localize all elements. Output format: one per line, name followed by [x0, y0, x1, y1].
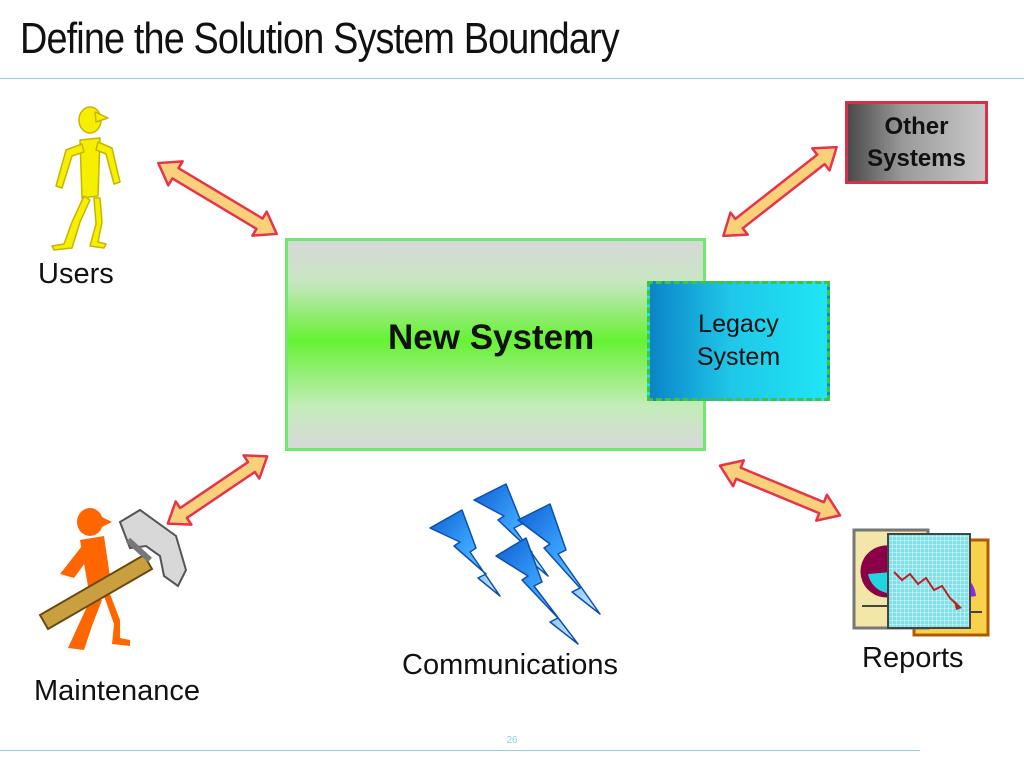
stick-figure-icon — [51, 106, 121, 251]
communications-label: Communications — [402, 649, 618, 681]
page-number: 26 — [506, 735, 518, 746]
double-arrow-icon — [718, 459, 842, 522]
legacy-system-label: Legacy System — [696, 310, 781, 371]
users-label: Users — [38, 258, 114, 290]
lightning-bolt-icon — [429, 509, 501, 597]
legacy-system-box: Legacy System — [647, 281, 830, 401]
maintenance-label: Maintenance — [34, 675, 201, 707]
other-systems-box: Other Systems — [845, 101, 988, 184]
reports-documents-icon — [852, 528, 990, 637]
top-divider — [0, 78, 1024, 79]
slide-title: Define the Solution System Boundary — [20, 14, 620, 63]
lightning-bolt-icon — [495, 537, 579, 645]
double-arrow-icon — [722, 145, 838, 238]
other-systems-label: Other Systems — [867, 112, 966, 172]
worker-with-hammer-icon — [38, 508, 188, 650]
bottom-divider — [0, 750, 920, 751]
communications-lightning-group — [429, 483, 601, 645]
double-arrow-icon — [166, 454, 269, 526]
double-arrow-icon — [157, 160, 278, 237]
reports-label: Reports — [862, 642, 964, 674]
new-system-box — [285, 238, 706, 451]
new-system-label: New System — [388, 318, 595, 357]
lightning-bolt-icon — [517, 503, 601, 615]
